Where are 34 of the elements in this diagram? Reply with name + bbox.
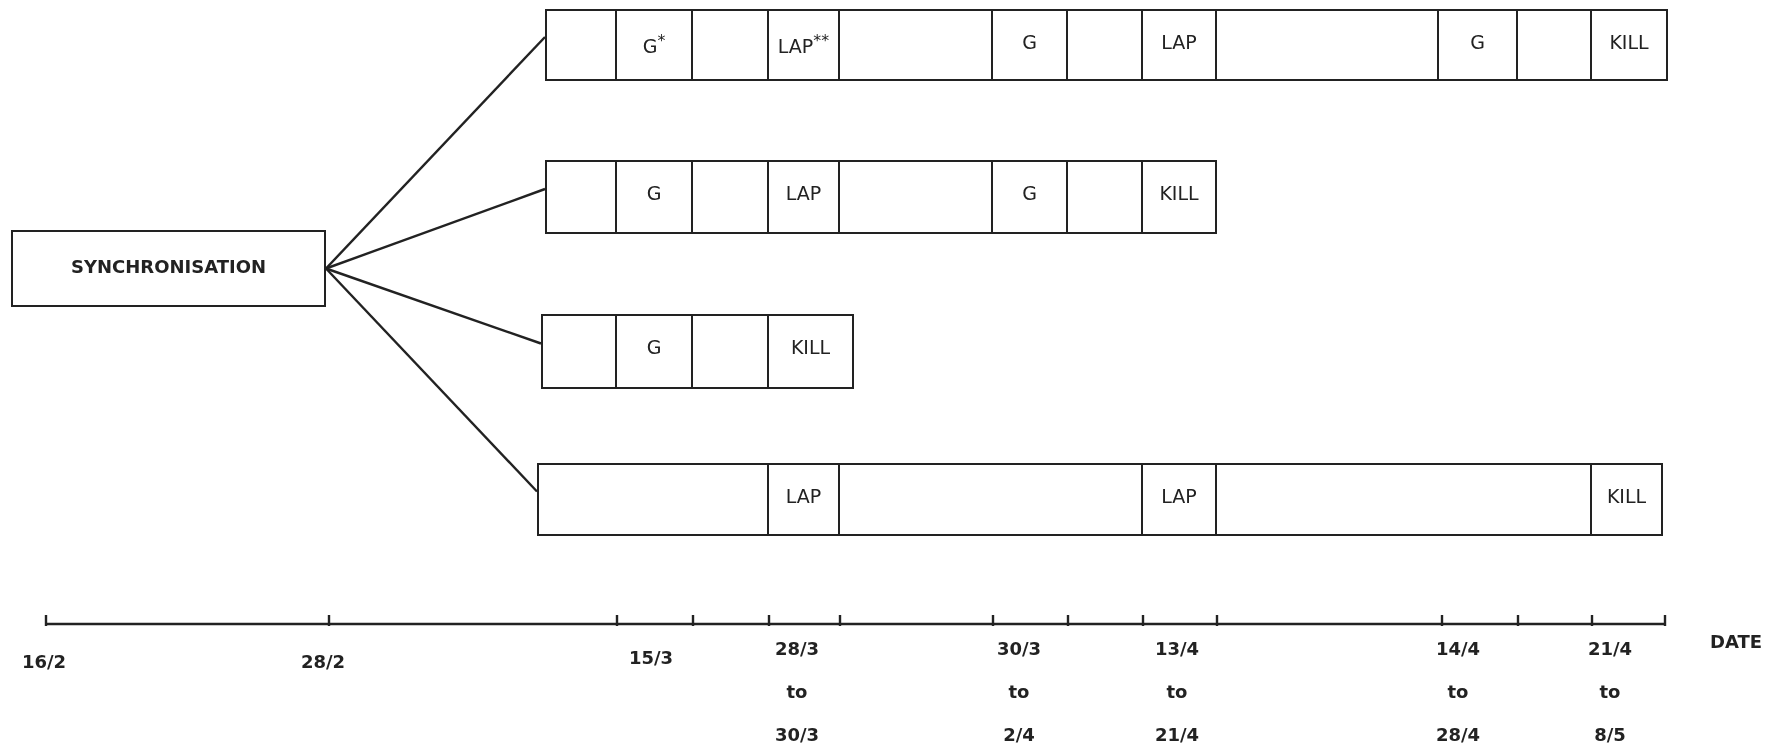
schedule-bar [545, 160, 1217, 234]
date-label: 28/2 [299, 650, 347, 674]
date-label: 16/2 [20, 650, 68, 674]
cell-label: G [645, 336, 663, 358]
cell-label: LAP [784, 485, 823, 507]
cell-label: G [1021, 31, 1038, 53]
connector-line [325, 36, 546, 270]
schedule-bar [545, 9, 1668, 81]
connector-line [325, 187, 546, 270]
process-box [11, 230, 326, 307]
cell-label: KILL [789, 336, 832, 358]
connector-line [325, 267, 542, 345]
date-label: 14/4 to 28/4 [1434, 637, 1482, 747]
cell-label: G [645, 182, 663, 204]
cell-label: LAP$^{**}$ [776, 31, 831, 58]
cell-label: G [1021, 182, 1038, 204]
cell-label: SYNCHRONISATION [69, 256, 268, 277]
cell-label: G$^{*}$ [641, 31, 667, 58]
date-label: 15/3 [627, 646, 675, 670]
connector-line [325, 267, 538, 493]
schedule-bar [541, 314, 854, 389]
cell-label: KILL [1608, 31, 1650, 53]
date-label: 28/3 to 30/3 [773, 637, 821, 747]
cell-label: LAP [784, 182, 823, 204]
date-label: 13/4 to 21/4 [1153, 637, 1201, 747]
cell-label: LAP [1160, 485, 1198, 507]
cell-label: G [1469, 31, 1486, 53]
date-label: 21/4 to 8/5 [1586, 637, 1634, 747]
cell-label: KILL [1158, 182, 1200, 204]
cell-label: KILL [1605, 485, 1648, 507]
schedule-bar [537, 463, 1663, 536]
cell-label: LAP [1160, 31, 1198, 53]
date-label: 30/3 to 2/4 [995, 637, 1043, 747]
axis-title: DATE [1708, 630, 1764, 654]
